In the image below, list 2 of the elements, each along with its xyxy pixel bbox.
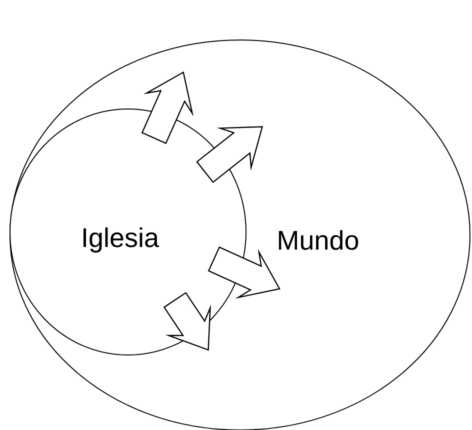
node-label: Iglesia — [83, 227, 160, 253]
node-label: Mundo — [278, 230, 358, 250]
